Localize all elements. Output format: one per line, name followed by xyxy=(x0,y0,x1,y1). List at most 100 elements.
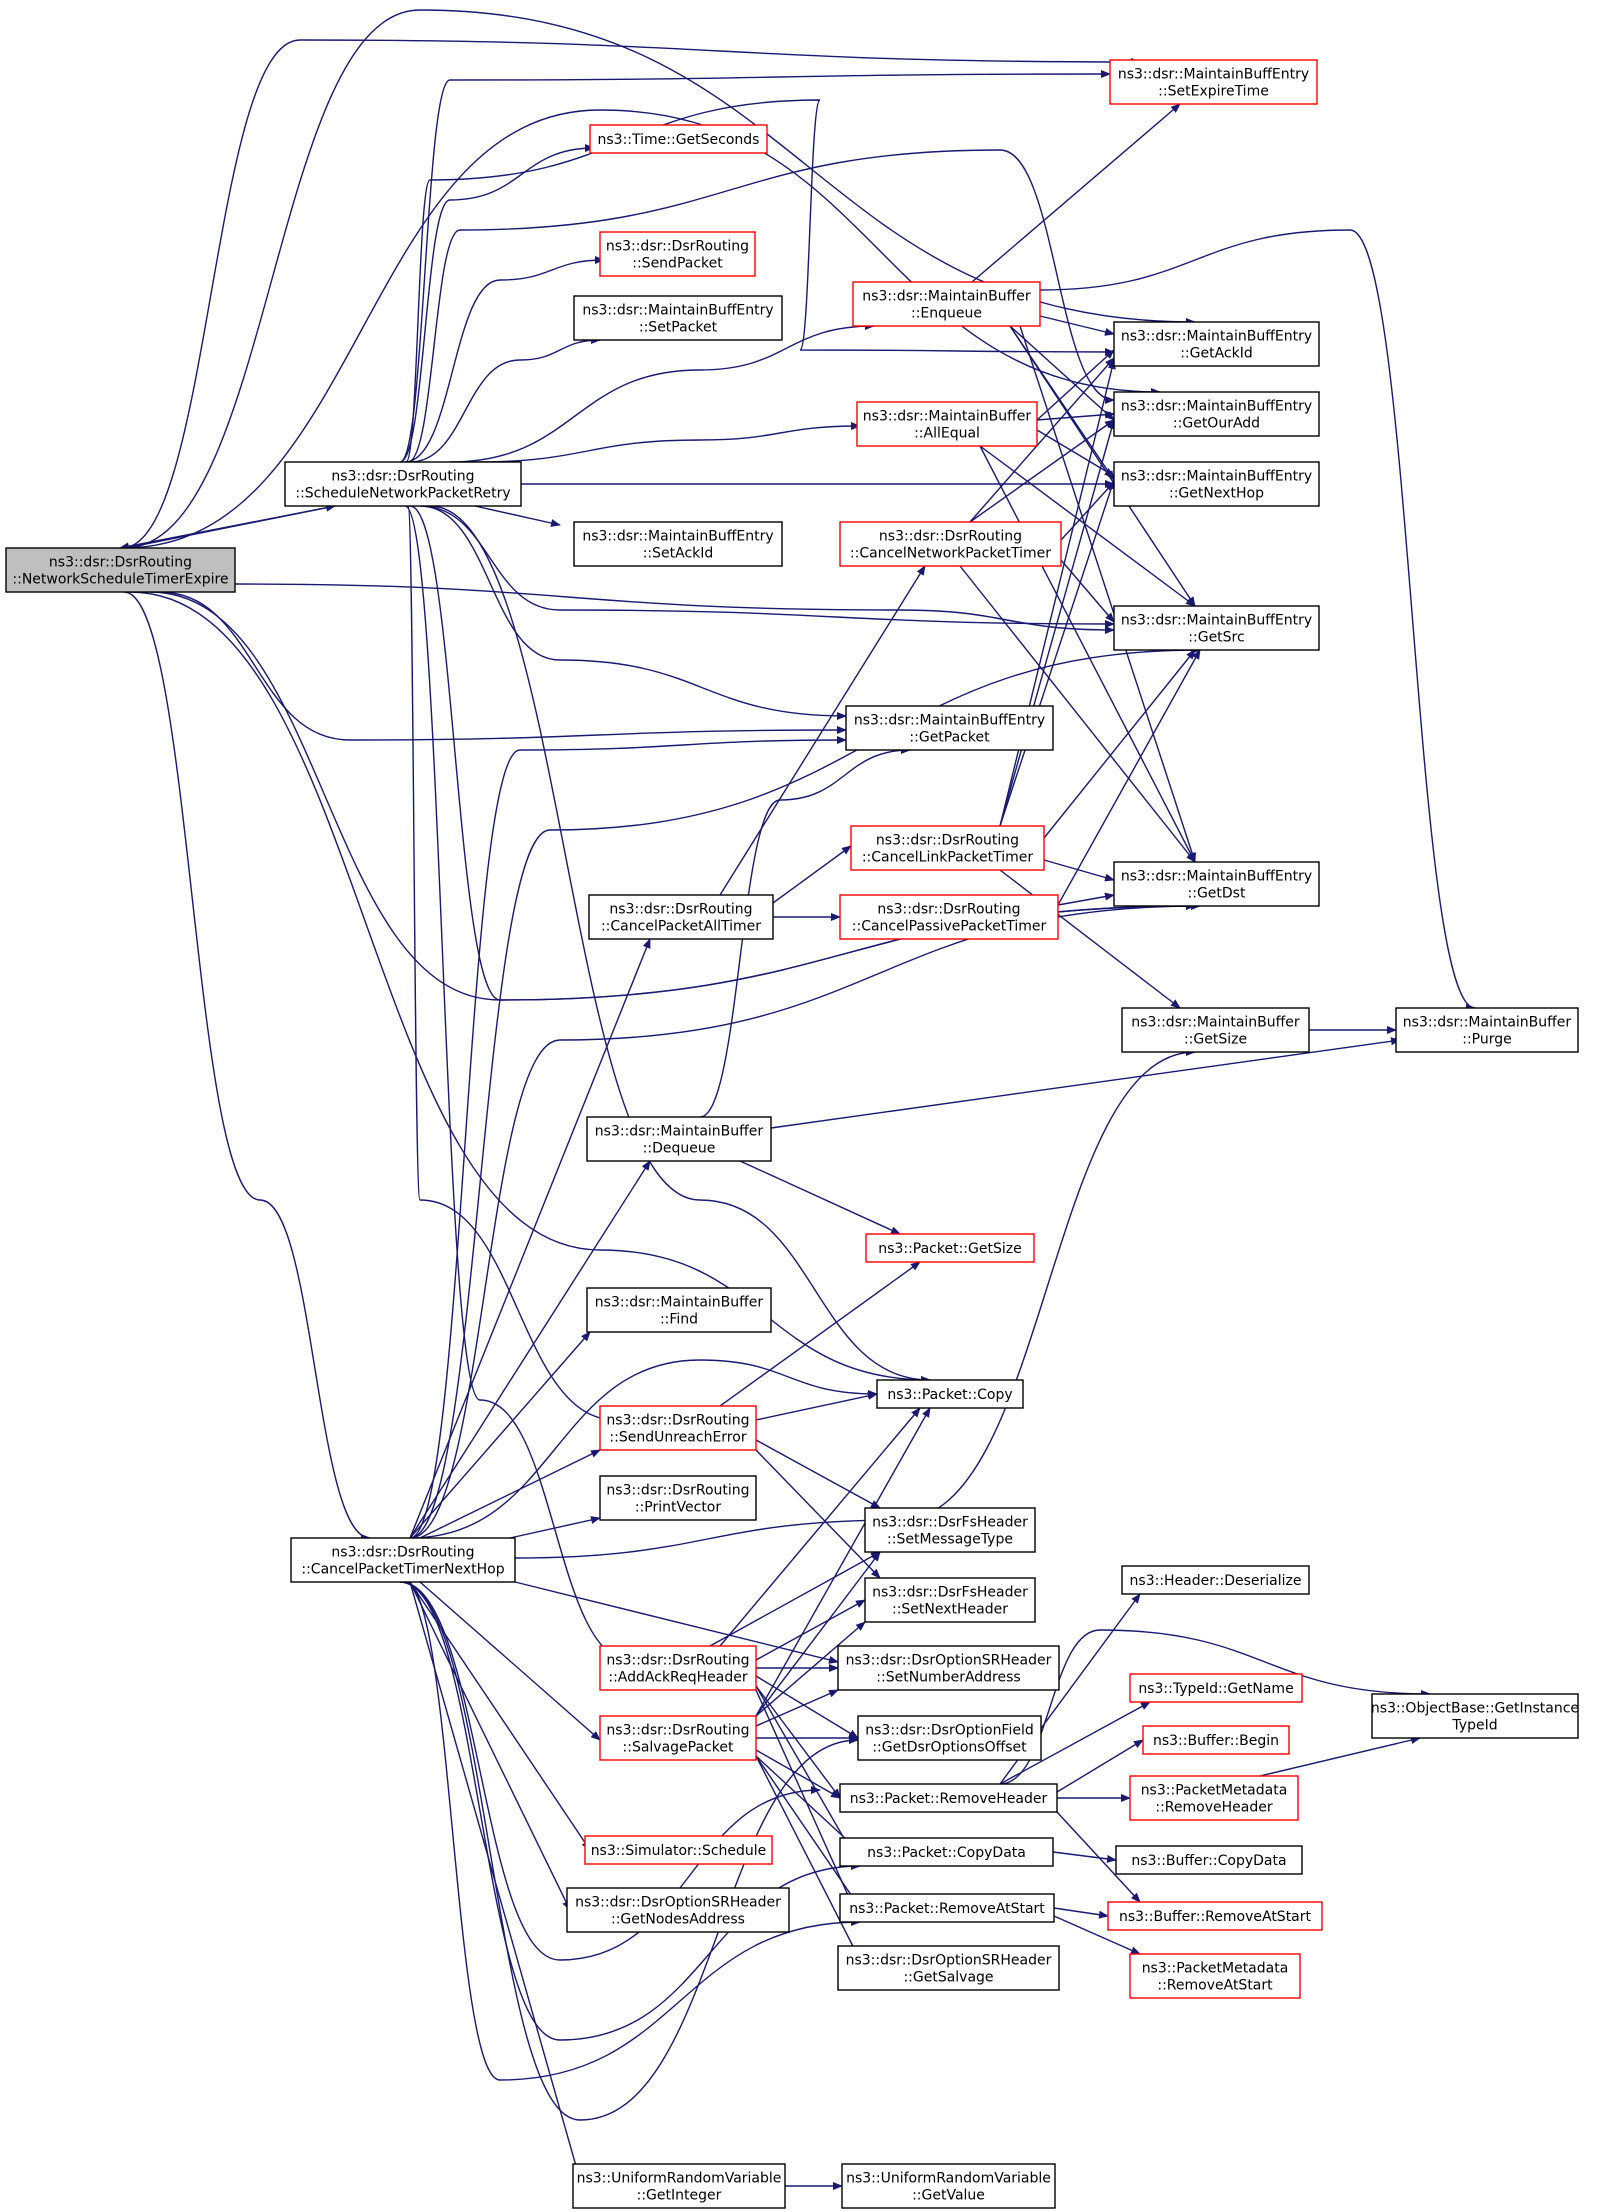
node-setnumaddr[interactable]: ns3::dsr::DsrOptionSRHeader::SetNumberAd… xyxy=(837,1645,1060,1691)
node-box[interactable] xyxy=(599,1475,757,1521)
node-box[interactable] xyxy=(1113,605,1320,651)
node-box[interactable] xyxy=(857,1715,1042,1761)
node-getackid[interactable]: ns3::dsr::MaintainBuffEntry::GetAckId xyxy=(1113,321,1320,367)
node-setmsgtype[interactable]: ns3::dsr::DsrFsHeader::SetMessageType xyxy=(864,1507,1036,1553)
node-mbgetsize[interactable]: ns3::dsr::MaintainBuffer::GetSize xyxy=(1121,1007,1310,1053)
node-getnodesaddr[interactable]: ns3::dsr::DsrOptionSRHeader::GetNodesAdd… xyxy=(566,1887,790,1933)
node-getdst[interactable]: ns3::dsr::MaintainBuffEntry::GetDst xyxy=(1113,861,1320,907)
node-getinteger[interactable]: ns3::UniformRandomVariable::GetInteger xyxy=(572,2163,786,2209)
node-box[interactable] xyxy=(1121,1007,1310,1053)
node-getvalue[interactable]: ns3::UniformRandomVariable::GetValue xyxy=(841,2163,1056,2209)
node-getouradd[interactable]: ns3::dsr::MaintainBuffEntry::GetOurAdd xyxy=(1113,391,1320,437)
node-cppt[interactable]: ns3::dsr::DsrRouting::CancelPassivePacke… xyxy=(839,894,1059,940)
node-getsrc[interactable]: ns3::dsr::MaintainBuffEntry::GetSrc xyxy=(1113,605,1320,651)
node-box[interactable] xyxy=(284,461,522,507)
node-box[interactable] xyxy=(5,547,236,593)
node-box[interactable] xyxy=(864,1507,1036,1553)
node-box[interactable] xyxy=(839,894,1059,940)
node-box[interactable] xyxy=(1121,1565,1310,1595)
node-cpat[interactable]: ns3::dsr::DsrRouting::CancelPacketAllTim… xyxy=(588,894,774,940)
node-box[interactable] xyxy=(852,281,1041,327)
node-box[interactable] xyxy=(1113,391,1320,437)
node-box[interactable] xyxy=(584,1835,773,1865)
node-deq[interactable]: ns3::dsr::MaintainBuffer::Dequeue xyxy=(586,1116,772,1162)
node-setnexthdr[interactable]: ns3::dsr::DsrFsHeader::SetNextHeader xyxy=(864,1577,1036,1623)
node-box[interactable] xyxy=(839,1837,1054,1867)
node-setackid[interactable]: ns3::dsr::MaintainBuffEntry::SetAckId xyxy=(573,521,783,567)
node-box[interactable] xyxy=(850,825,1045,871)
node-pmremovehdr[interactable]: ns3::PacketMetadata::RemoveHeader xyxy=(1129,1775,1299,1821)
node-box[interactable] xyxy=(837,1645,1060,1691)
node-bufbegin[interactable]: ns3::Buffer::Begin xyxy=(1142,1725,1290,1755)
node-box[interactable] xyxy=(839,521,1062,567)
node-box[interactable] xyxy=(572,2163,786,2209)
node-root[interactable]: ns3::dsr::DsrRouting::NetworkScheduleTim… xyxy=(5,547,236,593)
node-box[interactable] xyxy=(599,1645,757,1691)
node-box[interactable] xyxy=(876,1379,1024,1409)
node-box[interactable] xyxy=(290,1537,516,1583)
node-salvage[interactable]: ns3::dsr::DsrRouting::SalvagePacket xyxy=(599,1715,757,1761)
node-bufremoveatstart[interactable]: ns3::Buffer::RemoveAtStart xyxy=(1107,1901,1323,1931)
node-box[interactable] xyxy=(566,1887,790,1933)
node-box[interactable] xyxy=(1113,321,1320,367)
node-box[interactable] xyxy=(599,1715,757,1761)
node-box[interactable] xyxy=(599,231,756,277)
node-copy[interactable]: ns3::Packet::Copy xyxy=(876,1379,1024,1409)
node-purge[interactable]: ns3::dsr::MaintainBuffer::Purge xyxy=(1395,1007,1579,1053)
node-box[interactable] xyxy=(586,1287,772,1333)
node-setexp[interactable]: ns3::dsr::MaintainBuffEntry::SetExpireTi… xyxy=(1109,59,1318,105)
node-cnpt[interactable]: ns3::dsr::DsrRouting::CancelNetworkPacke… xyxy=(839,521,1062,567)
node-removehdr[interactable]: ns3::Packet::RemoveHeader xyxy=(839,1783,1058,1813)
node-box[interactable] xyxy=(841,2163,1056,2209)
node-sue[interactable]: ns3::dsr::DsrRouting::SendUnreachError xyxy=(599,1405,757,1451)
node-box[interactable] xyxy=(1113,461,1320,507)
node-bufcopydata[interactable]: ns3::Buffer::CopyData xyxy=(1115,1845,1303,1875)
node-box[interactable] xyxy=(588,894,774,940)
node-box[interactable] xyxy=(1115,1845,1303,1875)
node-box[interactable] xyxy=(865,1233,1035,1263)
node-getdsroff[interactable]: ns3::dsr::DsrOptionField::GetDsrOptionsO… xyxy=(857,1715,1042,1761)
node-box[interactable] xyxy=(1129,1775,1299,1821)
node-clpt[interactable]: ns3::dsr::DsrRouting::CancelLinkPacketTi… xyxy=(850,825,1045,871)
node-schedule[interactable]: ns3::Simulator::Schedule xyxy=(584,1835,773,1865)
node-pktgetsize[interactable]: ns3::Packet::GetSize xyxy=(865,1233,1035,1263)
node-sendpkt[interactable]: ns3::dsr::DsrRouting::SendPacket xyxy=(599,231,756,277)
node-getsec[interactable]: ns3::Time::GetSeconds xyxy=(589,124,768,154)
node-printvec[interactable]: ns3::dsr::DsrRouting::PrintVector xyxy=(599,1475,757,1521)
node-allequal[interactable]: ns3::dsr::MaintainBuffer::AllEqual xyxy=(856,401,1038,447)
node-getsalvage[interactable]: ns3::dsr::DsrOptionSRHeader::GetSalvage xyxy=(837,1945,1060,1991)
node-removeatstart[interactable]: ns3::Packet::RemoveAtStart xyxy=(839,1893,1055,1923)
node-setpkt[interactable]: ns3::dsr::MaintainBuffEntry::SetPacket xyxy=(573,295,783,341)
node-getpacket[interactable]: ns3::dsr::MaintainBuffEntry::GetPacket xyxy=(845,705,1054,751)
node-box[interactable] xyxy=(589,124,768,154)
node-getnexthop[interactable]: ns3::dsr::MaintainBuffEntry::GetNextHop xyxy=(1113,461,1320,507)
node-box[interactable] xyxy=(1113,861,1320,907)
node-cptnh[interactable]: ns3::dsr::DsrRouting::CancelPacketTimerN… xyxy=(290,1537,516,1583)
node-box[interactable] xyxy=(586,1116,772,1162)
node-box[interactable] xyxy=(573,295,783,341)
node-find[interactable]: ns3::dsr::MaintainBuffer::Find xyxy=(586,1287,772,1333)
node-box[interactable] xyxy=(837,1945,1060,1991)
node-box[interactable] xyxy=(1395,1007,1579,1053)
node-pmremoveatstart[interactable]: ns3::PacketMetadata::RemoveAtStart xyxy=(1129,1953,1301,1999)
node-box[interactable] xyxy=(856,401,1038,447)
node-copydata[interactable]: ns3::Packet::CopyData xyxy=(839,1837,1054,1867)
node-box[interactable] xyxy=(573,521,783,567)
node-box[interactable] xyxy=(839,1893,1055,1923)
node-snpr[interactable]: ns3::dsr::DsrRouting::ScheduleNetworkPac… xyxy=(284,461,522,507)
node-enq[interactable]: ns3::dsr::MaintainBuffer::Enqueue xyxy=(852,281,1041,327)
node-box[interactable] xyxy=(599,1405,757,1451)
node-getname[interactable]: ns3::TypeId::GetName xyxy=(1129,1673,1303,1703)
node-box[interactable] xyxy=(1129,1953,1301,1999)
node-hdrdeser[interactable]: ns3::Header::Deserialize xyxy=(1121,1565,1310,1595)
node-box[interactable] xyxy=(1107,1901,1323,1931)
node-box[interactable] xyxy=(1129,1673,1303,1703)
node-box[interactable] xyxy=(864,1577,1036,1623)
node-addack[interactable]: ns3::dsr::DsrRouting::AddAckReqHeader xyxy=(599,1645,757,1691)
node-box[interactable] xyxy=(1371,1693,1579,1739)
node-box[interactable] xyxy=(839,1783,1058,1813)
node-box[interactable] xyxy=(1109,59,1318,105)
node-box[interactable] xyxy=(845,705,1054,751)
node-box[interactable] xyxy=(1142,1725,1290,1755)
